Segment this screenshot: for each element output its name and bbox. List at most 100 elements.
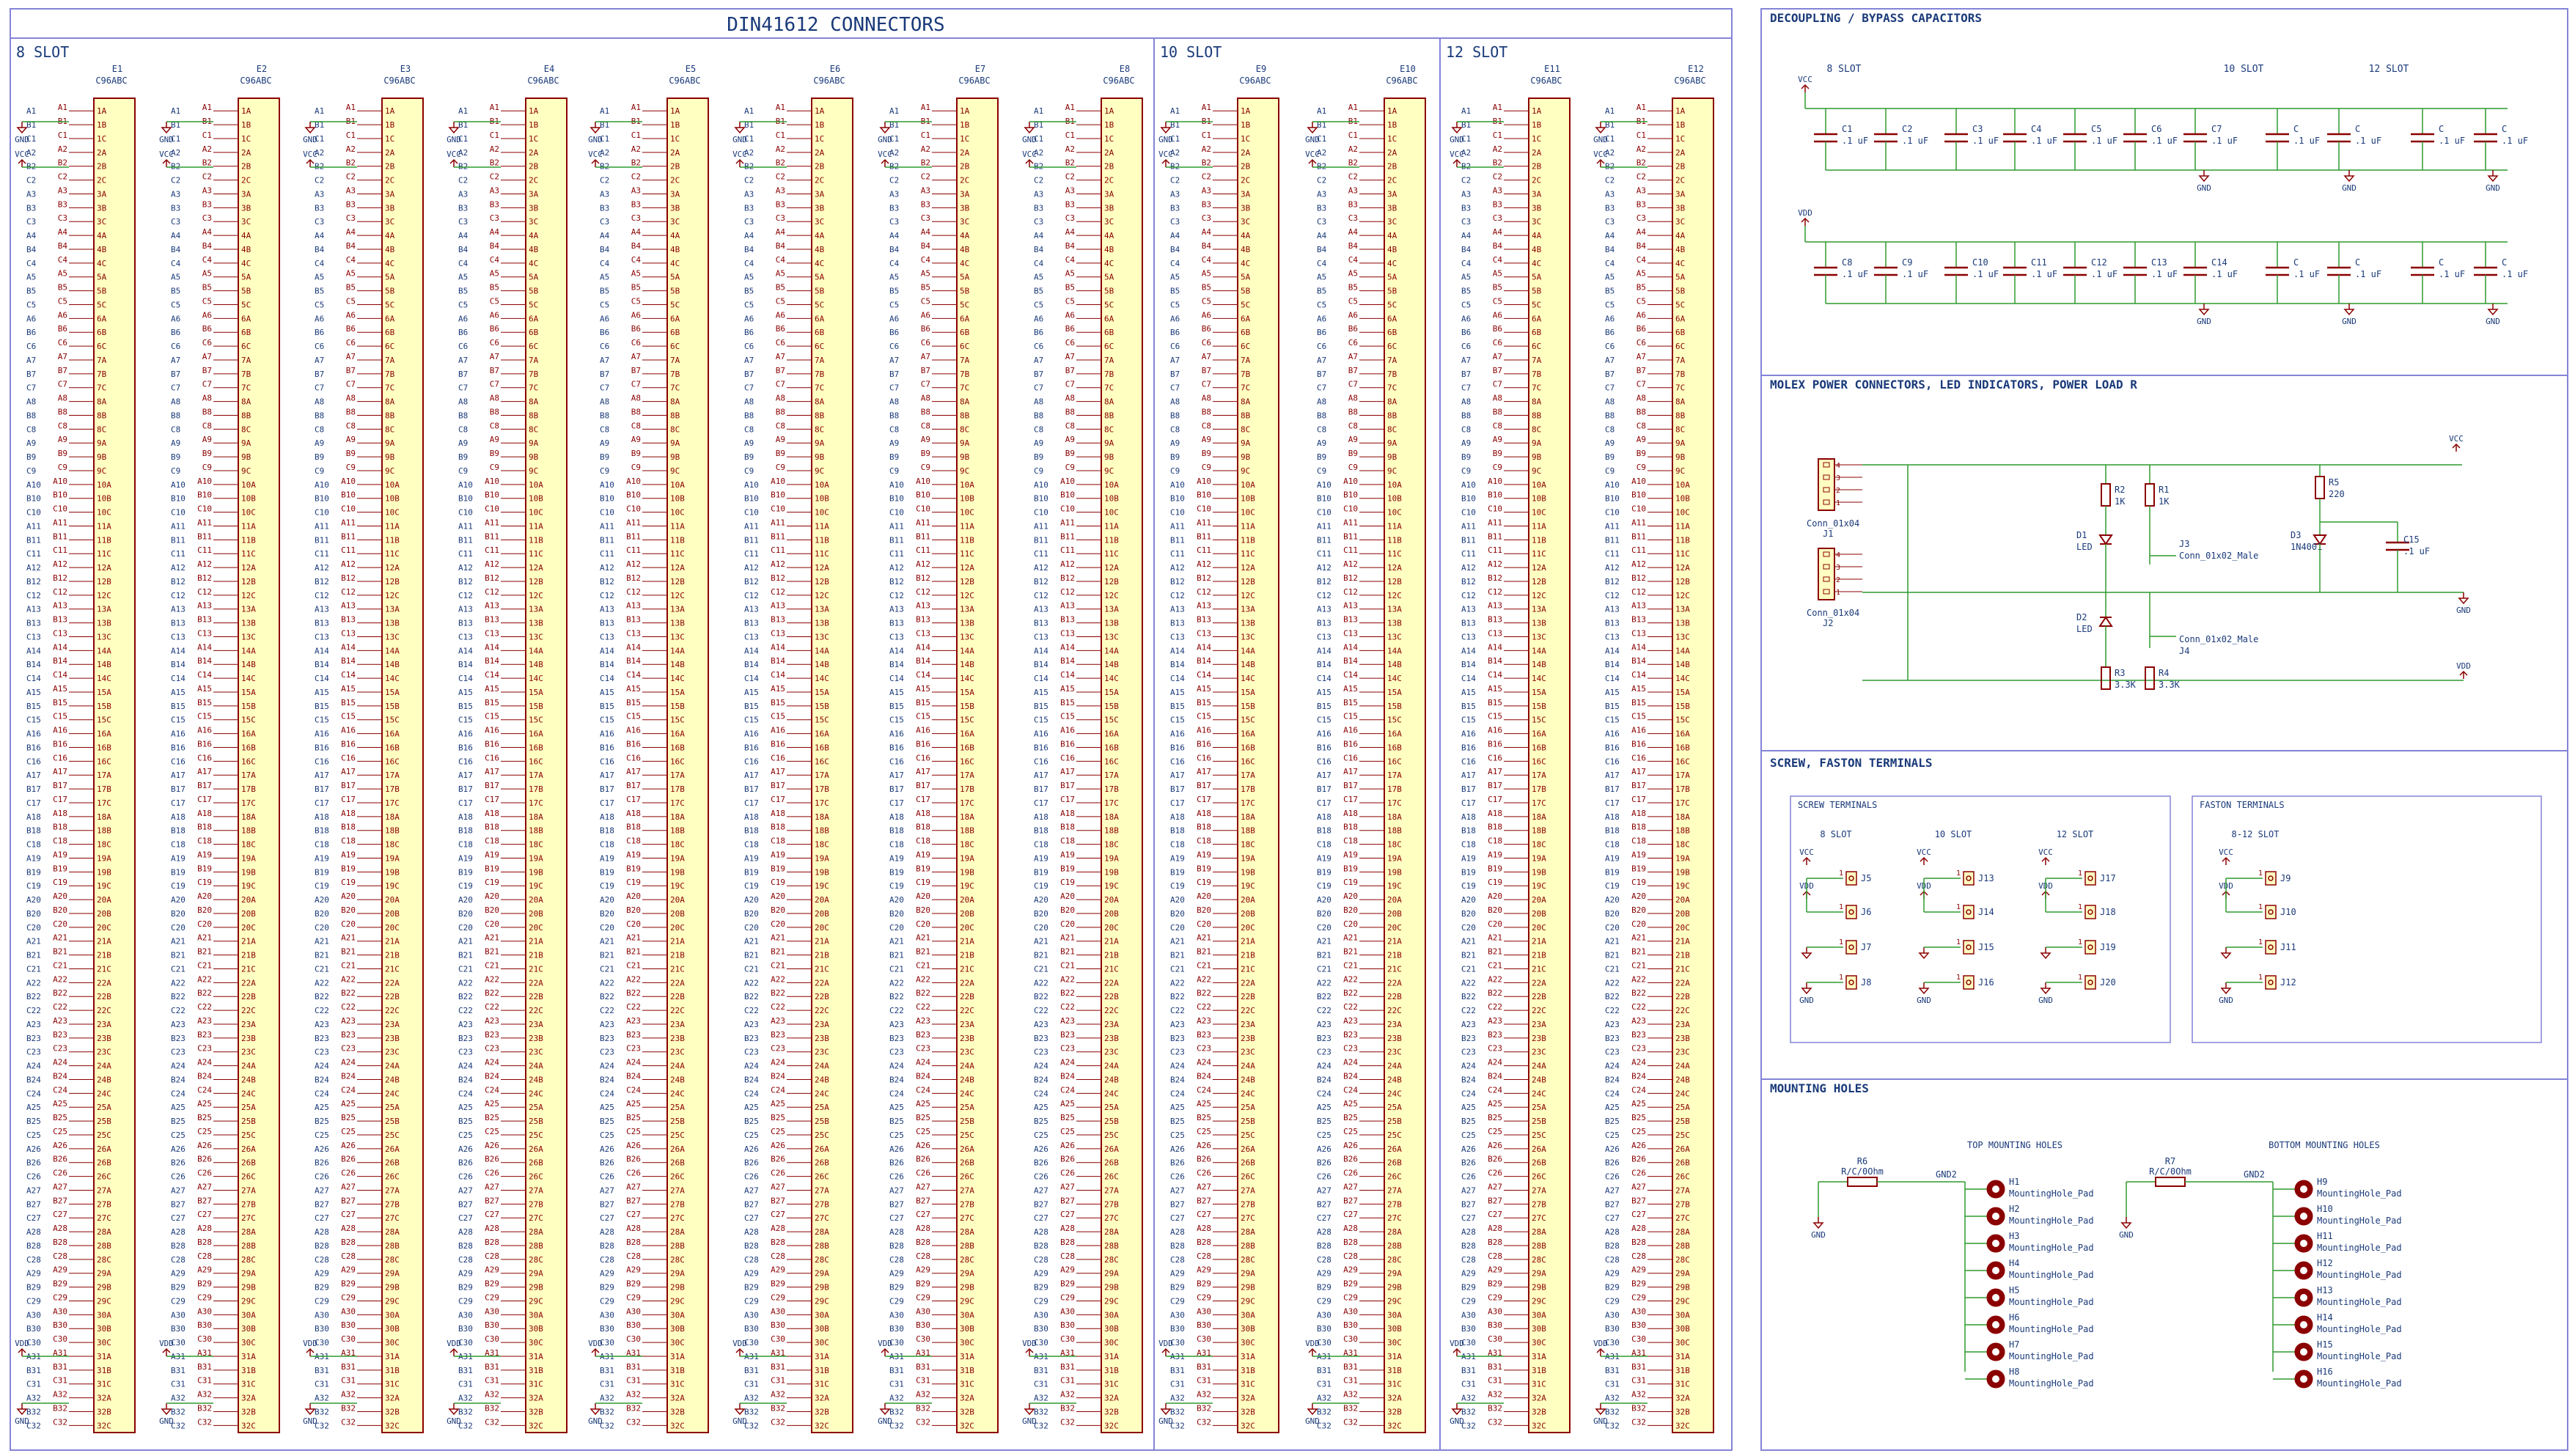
- ground-label: GND: [1450, 135, 1464, 144]
- pin-name: C20: [485, 919, 499, 929]
- net-label: A17: [600, 771, 614, 780]
- pin-name: C3: [1065, 213, 1075, 223]
- pin-number: 13A: [960, 605, 974, 614]
- net-label: C18: [889, 840, 904, 850]
- pin-name: B15: [1488, 698, 1502, 707]
- net-label: C6: [1605, 342, 1615, 351]
- net-label: A12: [1034, 563, 1048, 573]
- net-label: A13: [1605, 605, 1620, 614]
- pin-name: C17: [341, 795, 356, 804]
- pin-number: 10A: [815, 480, 829, 490]
- net-label: C6: [1034, 342, 1043, 351]
- pin-number: 8A: [815, 397, 825, 407]
- net-label: C1: [458, 134, 468, 144]
- pin-name: A10: [916, 477, 930, 486]
- net-label: B6: [1170, 328, 1180, 337]
- pin-name: C11: [916, 545, 930, 555]
- pin-name: B32: [916, 1403, 930, 1413]
- connector-ref: E6: [830, 64, 840, 74]
- pin-number: 8A: [670, 397, 680, 407]
- pin-name: B27: [197, 1196, 212, 1205]
- pin-name: A19: [1060, 850, 1075, 859]
- pin-number: 20B: [1104, 909, 1119, 919]
- net-label: C18: [1317, 840, 1331, 850]
- net-label: A6: [600, 314, 609, 323]
- net-label: B9: [600, 452, 609, 462]
- pin-name: C27: [626, 1210, 641, 1219]
- pin-number: 24A: [529, 1062, 543, 1071]
- net-label: C11: [315, 549, 329, 559]
- pin-name: A6: [1348, 310, 1358, 320]
- ground-label: GND: [588, 1416, 603, 1426]
- net-label: C18: [744, 840, 759, 850]
- net-label: C26: [1170, 1172, 1185, 1182]
- pin-name: A13: [916, 601, 930, 611]
- pin-name: A3: [776, 185, 785, 195]
- ground-symbol: [1451, 1408, 1463, 1416]
- net-label: C10: [1605, 508, 1620, 518]
- pin-name: B13: [485, 615, 499, 625]
- pin-number: 13C: [241, 632, 256, 641]
- pin-name: A24: [1631, 1058, 1646, 1067]
- din-connector: E10C96ABC1AA1A11BB1B11CC1C12AA2A22BB2B22…: [1305, 64, 1426, 1433]
- pin-number: 32A: [960, 1394, 974, 1403]
- pin-name: C1: [346, 130, 356, 140]
- net-label: A22: [1605, 978, 1620, 988]
- pin-name: B26: [1488, 1155, 1502, 1164]
- pin-name: B11: [53, 532, 67, 541]
- pin-number: 2A: [1104, 148, 1114, 158]
- net-label: B20: [889, 909, 904, 919]
- ground-label: GND: [732, 1416, 747, 1426]
- net-label: B8: [171, 411, 180, 420]
- net-label: C3: [744, 217, 754, 227]
- pin-name: C3: [58, 213, 67, 223]
- pin-name: A31: [197, 1348, 212, 1358]
- pin-name: A21: [1343, 933, 1358, 943]
- net-label: A7: [1170, 356, 1180, 365]
- pin-number: 26A: [960, 1144, 974, 1154]
- net-label: B11: [171, 535, 185, 545]
- pin-number: 11A: [97, 521, 111, 531]
- pin-number: 16C: [1675, 757, 1690, 766]
- pin-number: 24A: [97, 1062, 111, 1071]
- pin-number: 1C: [670, 134, 680, 144]
- net-label: B15: [1034, 702, 1048, 711]
- net-label: C19: [1317, 881, 1331, 891]
- pin-name: A4: [1493, 227, 1503, 237]
- power-label: VCC: [303, 150, 317, 159]
- pin-name: C4: [1202, 255, 1212, 265]
- pin-number: 3B: [385, 203, 395, 213]
- net-label: A26: [26, 1144, 41, 1154]
- pin-name: A2: [1637, 144, 1646, 154]
- pin-number: 28B: [385, 1241, 400, 1251]
- net-label: A24: [600, 1062, 614, 1071]
- pin-number: 12B: [241, 577, 256, 587]
- pin-name: A14: [197, 642, 212, 652]
- pin-number: 21B: [960, 951, 974, 960]
- net-label: A24: [1461, 1062, 1476, 1071]
- pin-name: A17: [916, 767, 930, 776]
- pin-name: A4: [490, 227, 500, 237]
- pin-name: A12: [1488, 559, 1502, 569]
- pin-number: 7B: [1675, 369, 1686, 379]
- net-label: B29: [1034, 1283, 1048, 1293]
- pin-name: A7: [1493, 352, 1502, 361]
- pin-name: A13: [53, 601, 67, 611]
- net-label: A9: [1317, 438, 1326, 448]
- pin-number: 6B: [670, 328, 680, 337]
- pin-number: 3A: [97, 189, 107, 199]
- net-label: C4: [458, 259, 469, 268]
- pin-name: C26: [1631, 1169, 1646, 1178]
- pin-name: A32: [771, 1390, 785, 1400]
- pin-name: C27: [771, 1210, 785, 1219]
- pin-name: C14: [341, 670, 356, 680]
- net-label: B4: [889, 245, 900, 254]
- net-label: A26: [600, 1144, 614, 1154]
- ground-symbol: [589, 1408, 601, 1416]
- pin-number: 19C: [1675, 881, 1690, 891]
- pin-number: 13A: [1675, 605, 1690, 614]
- net-label: B23: [1461, 1034, 1476, 1043]
- pin-name: A2: [631, 144, 641, 154]
- net-label: B16: [315, 743, 329, 752]
- pin-number: 22A: [97, 978, 111, 988]
